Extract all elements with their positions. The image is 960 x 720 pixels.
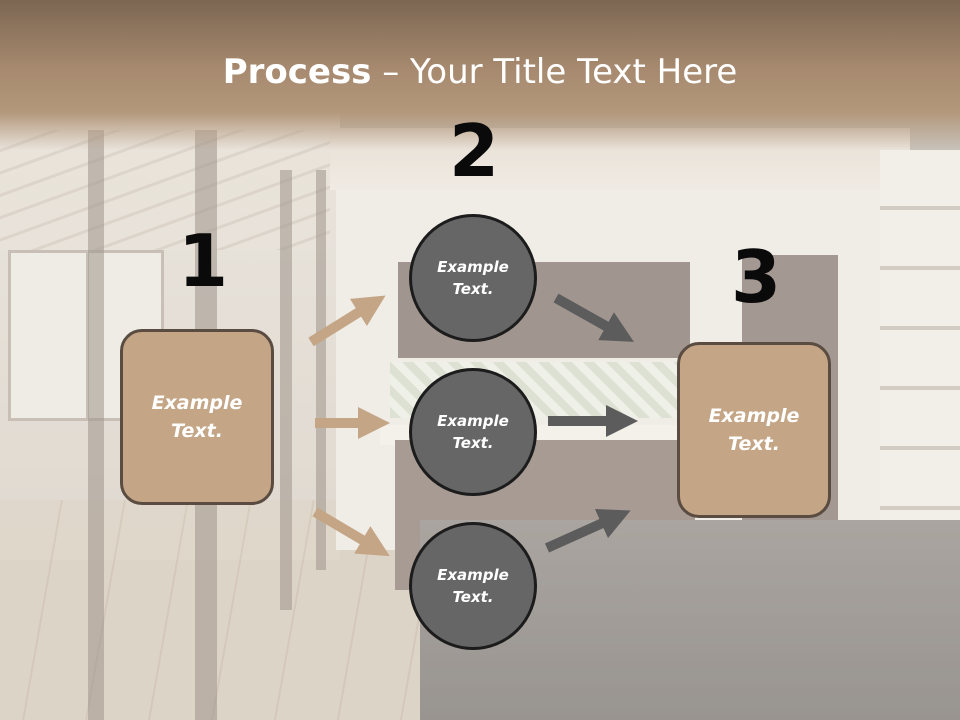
arrow-tan-up [308,295,386,347]
arrow-tan-down [312,507,390,557]
title-bar [0,0,960,150]
right-box-text: Example Text. [708,404,800,456]
left-box-text: Example Text. [151,391,243,443]
right-process-box: Example Text. [677,342,831,518]
process-circle-bottom: Example Text. [409,522,537,650]
circle-top-text: Example Text. [437,257,509,299]
arrow-gray-down [553,293,634,342]
process-circle-top: Example Text. [409,214,537,342]
step-number-3: 3 [731,235,782,319]
title-bold: Process [222,52,372,92]
step-number-2: 2 [449,109,500,193]
title-rest: – Your Title Text Here [371,52,738,92]
step-number-1: 1 [178,219,229,303]
arrow-gray-up [544,508,631,553]
circle-bottom-text: Example Text. [437,565,509,607]
process-circle-middle: Example Text. [409,368,537,496]
slide-title: Process – Your Title Text Here [0,52,960,92]
circle-middle-text: Example Text. [437,411,509,453]
left-process-box: Example Text. [120,329,274,505]
